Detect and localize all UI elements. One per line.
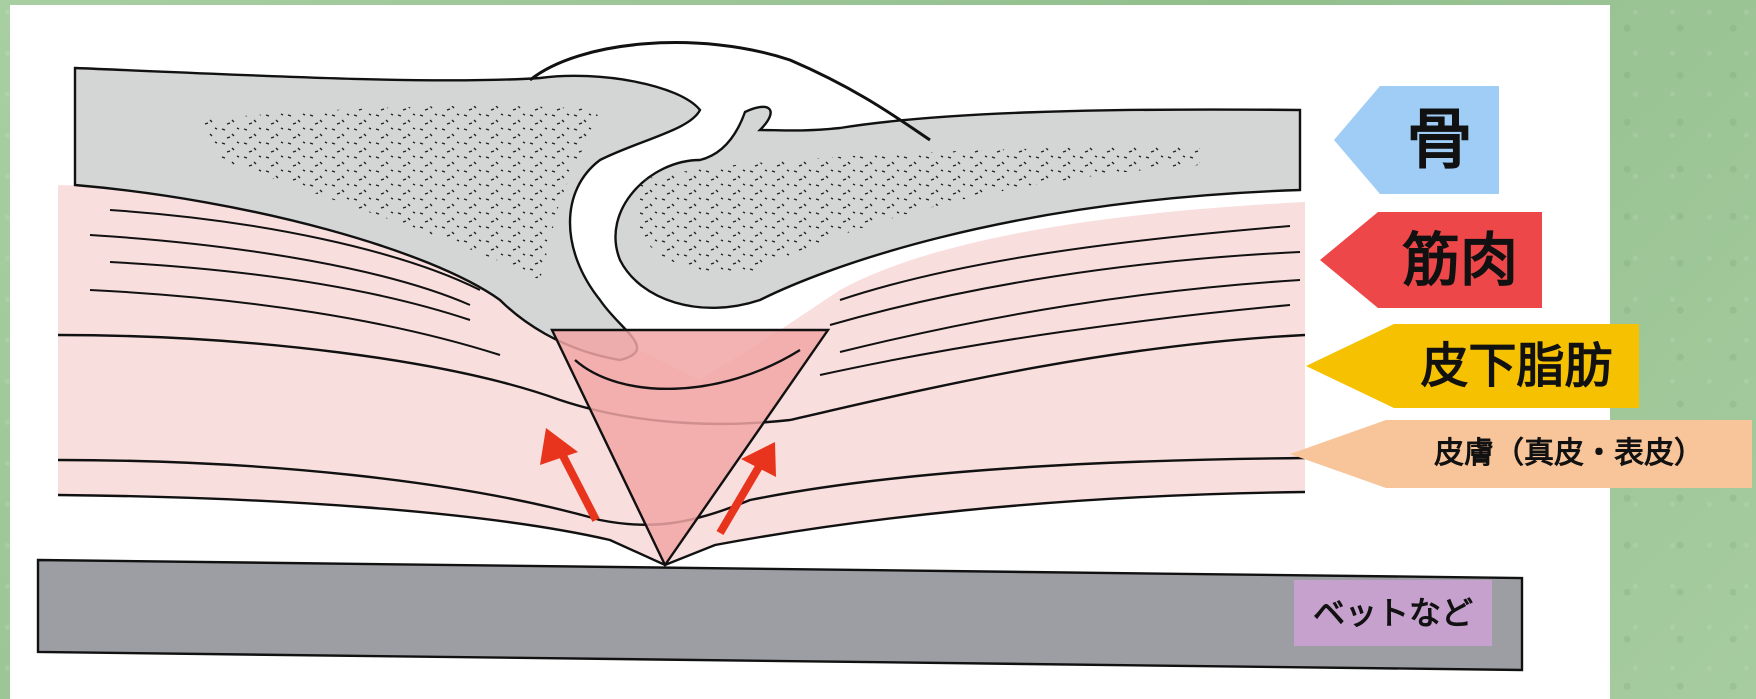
skin-label-box: 皮膚（真皮・表皮） xyxy=(1386,420,1752,488)
bed-label-box: ベットなど xyxy=(1294,580,1492,646)
bed-label-text: ベットなど xyxy=(1313,597,1473,629)
muscle-label-box: 筋肉 xyxy=(1378,212,1542,308)
bone-label-arrow-icon xyxy=(1334,86,1380,194)
muscle-label-text: 筋肉 xyxy=(1402,231,1518,289)
subcutaneous-fat-label-arrow-icon xyxy=(1306,324,1394,408)
bed-label: ベットなど xyxy=(1294,580,1492,646)
muscle-label: 筋肉 xyxy=(1320,212,1542,308)
muscle-label-arrow-icon xyxy=(1320,212,1378,308)
skin-label-text: 皮膚（真皮・表皮） xyxy=(1434,439,1704,469)
bone-label: 骨 xyxy=(1334,86,1499,194)
bone-label-text: 骨 xyxy=(1407,107,1473,173)
skin-label-arrow-icon xyxy=(1290,420,1386,488)
subcutaneous-fat-label-text: 皮下脂肪 xyxy=(1420,342,1612,390)
skin-label: 皮膚（真皮・表皮） xyxy=(1290,420,1752,488)
bone-label-box: 骨 xyxy=(1380,86,1499,194)
subcutaneous-fat-label-box: 皮下脂肪 xyxy=(1394,324,1639,408)
subcutaneous-fat-label: 皮下脂肪 xyxy=(1306,324,1639,408)
